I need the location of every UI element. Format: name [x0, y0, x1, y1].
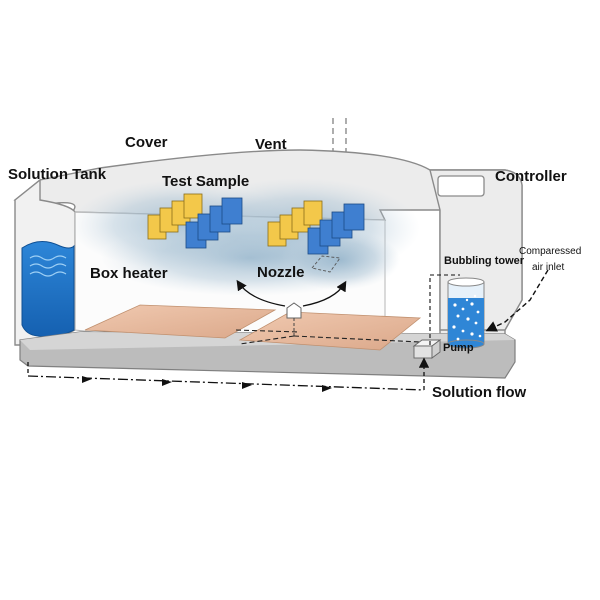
compressed-air-label-line1: Comparessed [519, 246, 582, 257]
vent-label: Vent [255, 136, 287, 153]
arrow-right-icon [162, 379, 172, 386]
flow-arrowheads [82, 376, 332, 392]
spray-arrow-left [236, 279, 286, 307]
solution-flow-line [27, 357, 430, 391]
box-heater-label: Box heater [90, 265, 168, 282]
solution-tank-label: Solution Tank [8, 166, 107, 183]
compressed-air-line [485, 269, 549, 332]
arrow-right-icon [242, 382, 252, 389]
tank-wave-lines [29, 255, 67, 277]
nozzle-label: Nozzle [257, 264, 305, 281]
test-sample-label: Test Sample [162, 173, 250, 190]
controller-label: Controller [495, 168, 567, 185]
bubbling-tower [447, 277, 485, 349]
pump-label: Pump [443, 342, 474, 354]
tower-feed-line [429, 274, 460, 345]
spray-arrow-right [302, 280, 347, 307]
box-heater-pad-left [84, 304, 277, 339]
cover-label: Cover [125, 134, 168, 151]
bubbling-tower-label: Bubbling tower [444, 255, 525, 267]
arrow-right-icon [322, 385, 332, 392]
pump [412, 339, 442, 359]
controller-display [437, 175, 485, 197]
solution-tank-liquid [21, 241, 75, 338]
solution-flow-label: Solution flow [432, 384, 527, 401]
test-samples-right [267, 200, 365, 255]
test-samples-left [147, 193, 243, 249]
nozzle [286, 302, 302, 336]
box-heater-pad-right [238, 311, 422, 351]
compressed-air-label-line2: air inlet [532, 262, 565, 273]
arrow-right-icon [82, 376, 92, 383]
nozzle-tube-dashed [311, 255, 341, 273]
